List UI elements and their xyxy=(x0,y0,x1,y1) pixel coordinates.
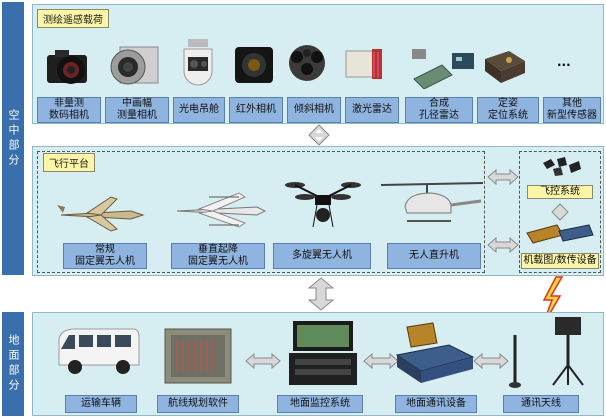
avionics-group-frame xyxy=(519,151,601,273)
air-ground-arrow-icon xyxy=(308,277,334,311)
air-section-bar: 空中部分 xyxy=(2,2,24,275)
sensor-label-other-sensors: 其他 新型传感器 xyxy=(543,97,601,123)
ground-comms-device-icon xyxy=(395,322,475,383)
ground-section-label: 地面部分 xyxy=(7,334,20,394)
medium-format-camera-icon xyxy=(110,46,159,85)
platform-label-helicopter: 无人直升机 xyxy=(387,243,481,269)
sensor-label-infrared-camera: 红外相机 xyxy=(229,97,283,123)
route-planning-map-icon xyxy=(164,328,232,384)
sensor-label-pos-system: 定姿 定位系统 xyxy=(477,97,539,123)
ground-label-ground-comms: 地面通讯设备 xyxy=(395,395,477,413)
ground-section-bar: 地面部分 xyxy=(2,312,24,416)
multirotor-uav-icon xyxy=(285,182,361,228)
lidar-icon xyxy=(345,49,382,79)
ground-arrow-1-icon xyxy=(245,353,281,369)
flight-control-system-label: 飞控系统 xyxy=(527,185,593,199)
sensor-label-oblique-camera: 倾斜相机 xyxy=(287,97,341,123)
unmanned-helicopter-icon xyxy=(380,182,484,222)
control-datalink-arrow-icon xyxy=(551,203,569,221)
flight-panel-title: 飞行平台 xyxy=(43,153,95,172)
sensor-panel: 测绘遥感载荷 xyxy=(32,4,604,124)
air-section-label: 空中部分 xyxy=(7,108,20,169)
flight-control-chips-icon xyxy=(543,157,581,176)
flight-panel: 飞行平台 常规 固定翼无人机 垂直起降 固定翼无人机 多旋翼无人机 无人直升机 xyxy=(32,146,604,276)
sensor-label-eo-pod: 光电吊舱 xyxy=(173,97,225,123)
transport-van-icon xyxy=(58,328,140,374)
ground-label-comms-antenna: 通讯天线 xyxy=(503,395,579,413)
ground-label-transport-van: 运输车辆 xyxy=(65,395,137,413)
platform-control-arrow-icon xyxy=(487,169,519,185)
infrared-camera-icon xyxy=(235,47,273,83)
platform-label-vtol: 垂直起降 固定翼无人机 xyxy=(171,243,265,269)
ground-label-route-planning: 航线规划软件 xyxy=(157,395,239,413)
comms-antenna-icon xyxy=(509,317,584,388)
ground-panel: 运输车辆 航线规划软件 地面监控系统 地面通讯设备 通讯天线 xyxy=(32,312,604,416)
more-sensors-ellipsis: ... xyxy=(557,55,571,69)
platform-datalink-arrow-icon xyxy=(487,237,519,253)
ground-arrow-3-icon xyxy=(473,353,509,369)
onboard-datalink-device-icon xyxy=(526,224,594,244)
oblique-camera-icon xyxy=(289,45,325,81)
platform-label-fixed-wing: 常规 固定翼无人机 xyxy=(63,243,147,269)
digital-camera-icon xyxy=(47,50,87,84)
sensor-label-sar: 合成 孔径雷达 xyxy=(405,97,473,123)
sensor-flight-arrow-icon xyxy=(308,124,330,146)
sensor-label-medium-format-camera: 中画幅 测量相机 xyxy=(105,97,169,123)
sensor-label-non-metric-camera: 非量测 数码相机 xyxy=(37,97,101,123)
fixed-wing-uav-icon xyxy=(57,196,145,232)
sensor-panel-title: 测绘遥感载荷 xyxy=(37,9,109,28)
ground-label-ground-control: 地面监控系统 xyxy=(277,395,363,413)
vtol-fixed-wing-uav-icon xyxy=(176,192,267,228)
sensor-label-lidar: 激光雷达 xyxy=(345,97,399,123)
ground-control-station-icon xyxy=(289,321,357,385)
platform-group-frame xyxy=(37,151,485,273)
pos-system-icon xyxy=(485,51,525,83)
onboard-datalink-label: 机载图/数传设备 xyxy=(521,253,599,269)
platform-label-multirotor: 多旋翼无人机 xyxy=(273,243,371,269)
eo-pod-icon xyxy=(183,39,213,86)
sar-icon xyxy=(412,49,474,89)
